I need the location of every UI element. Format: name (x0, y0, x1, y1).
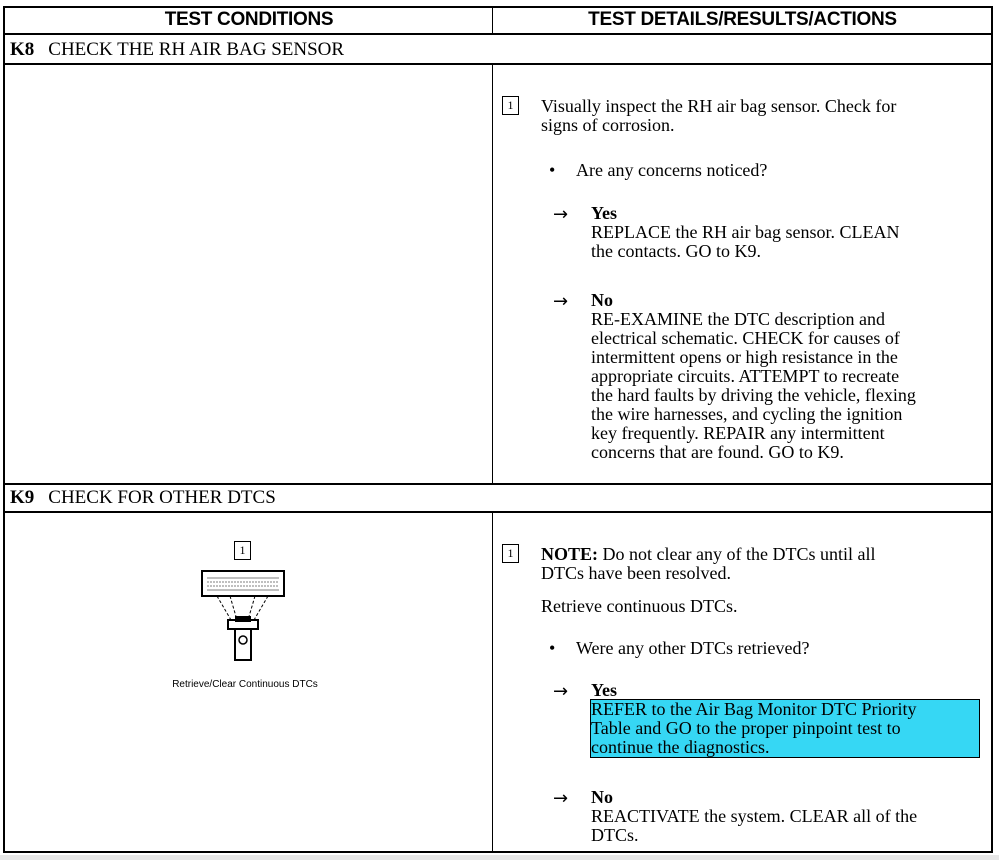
k9-yes-highlight: REFER to the Air Bag Monitor DTC Priorit… (590, 699, 980, 758)
k8-no-line: the wire harnesses, and cycling the igni… (591, 404, 903, 424)
k8-yes-arrow-icon: → (553, 204, 569, 225)
header-test-details: TEST DETAILS/RESULTS/ACTIONS (588, 9, 897, 30)
k9-step-number-box: 1 (502, 544, 519, 563)
scan-tool-diagram-icon (201, 570, 285, 661)
header-test-conditions: TEST CONDITIONS (164, 9, 334, 30)
k8-question: Are any concerns noticed? (576, 160, 768, 180)
k9-no-line: DTCs. (591, 825, 639, 845)
k8-bullet: • (549, 160, 556, 180)
k9-no-arrow-icon: → (553, 788, 569, 809)
k8-yes-label: Yes (591, 203, 617, 223)
k8-yes-block: Yes REPLACE the RH air bag sensor. CLEAN… (591, 204, 899, 261)
k9-yes-label: Yes (591, 680, 617, 700)
k9-bullet: • (549, 638, 556, 658)
step-id-k8: K8 (10, 39, 35, 60)
k9-figure-step-box: 1 (234, 541, 251, 560)
k8-instruction-line: signs of corrosion. (541, 115, 675, 135)
k9-note-line: NOTE: Do not clear any of the DTCs until… (541, 545, 875, 564)
k9-yes-arrow-icon: → (553, 681, 569, 702)
k9-note: NOTE: Do not clear any of the DTCs until… (541, 545, 875, 583)
k9-note-label: NOTE: (541, 544, 599, 564)
k8-no-label: No (591, 290, 613, 310)
table-frame (3, 6, 993, 853)
k9-figure-caption: Retrieve/Clear Continuous DTCs (172, 679, 318, 690)
k8-yes-line: REPLACE the RH air bag sensor. CLEAN (591, 222, 900, 242)
k9-yes-line: REFER to the Air Bag Monitor DTC Priorit… (591, 699, 917, 719)
k9-yes-line: continue the diagnostics. (591, 737, 770, 757)
k8-no-block: No RE-EXAMINE the DTC description and el… (591, 291, 916, 462)
k8-column-divider (492, 65, 493, 483)
k9-yes-line: Table and GO to the proper pinpoint test… (591, 718, 901, 738)
k9-note-line: DTCs have been resolved. (541, 563, 731, 583)
step-id-k9: K9 (10, 487, 35, 508)
k8-no-line: the hard faults by driving the vehicle, … (591, 385, 916, 405)
header-rule (3, 33, 993, 35)
k9-note-text: Do not clear any of the DTCs until all (602, 544, 876, 564)
k8-step-number-box: 1 (502, 96, 519, 115)
k9-title-rule (3, 511, 993, 513)
k9-no-line: REACTIVATE the system. CLEAR all of the (591, 806, 918, 826)
k8-no-line: concerns that are found. GO to K9. (591, 442, 844, 462)
k9-instruction: Retrieve continuous DTCs. (541, 596, 738, 616)
k9-no-block: No REACTIVATE the system. CLEAR all of t… (591, 788, 917, 845)
step-title-text-k8: CHECK THE RH AIR BAG SENSOR (48, 39, 345, 60)
k9-column-divider (492, 513, 493, 853)
step-title-k9: K9 CHECK FOR OTHER DTCS (10, 487, 276, 509)
k8-no-line: key frequently. REPAIR any intermittent (591, 423, 885, 443)
header-divider (492, 6, 493, 33)
k8-no-line: intermittent opens or high resistance in… (591, 347, 898, 367)
k8-no-line: RE-EXAMINE the DTC description and (591, 309, 885, 329)
k9-no-label: No (591, 787, 613, 807)
k9-question: Were any other DTCs retrieved? (576, 638, 810, 658)
k9-top-rule (3, 483, 993, 485)
k8-no-line: electrical schematic. CHECK for causes o… (591, 328, 900, 348)
k8-title-rule (3, 63, 993, 65)
k8-yes-line: the contacts. GO to K9. (591, 241, 761, 261)
page-bottom-strip (0, 855, 999, 860)
k9-yes-block: Yes REFER to the Air Bag Monitor DTC Pri… (590, 680, 980, 758)
k8-no-line: appropriate circuits. ATTEMPT to recreat… (591, 366, 900, 386)
k8-instruction: Visually inspect the RH air bag sensor. … (541, 97, 896, 135)
step-title-k8: K8 CHECK THE RH AIR BAG SENSOR (10, 39, 344, 61)
step-title-text-k9: CHECK FOR OTHER DTCS (48, 487, 276, 508)
k8-no-arrow-icon: → (553, 291, 569, 312)
k8-instruction-line: Visually inspect the RH air bag sensor. … (541, 96, 897, 116)
